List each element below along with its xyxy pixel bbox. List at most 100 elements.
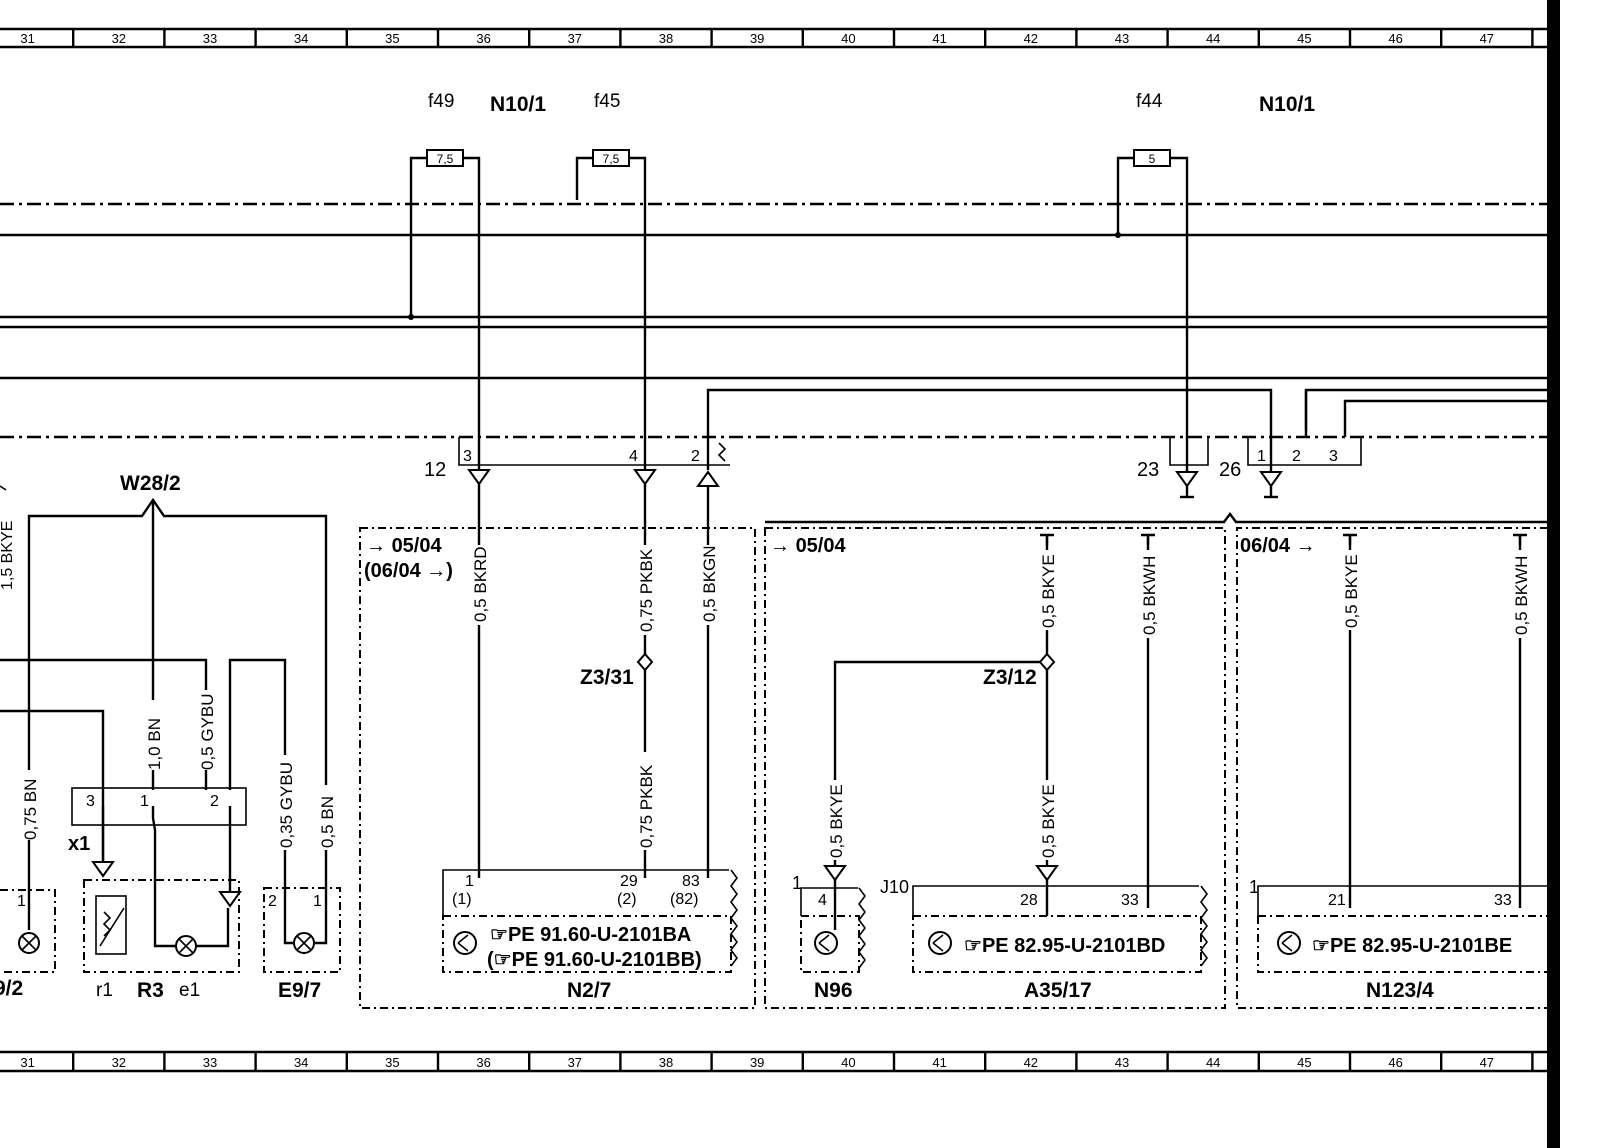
grid-column-label: 43 <box>1115 31 1129 46</box>
fuse-f45: 7,5 <box>575 149 647 437</box>
n123-4-pin-33: 33 <box>1494 892 1512 909</box>
z3-31-label: Z3/31 <box>580 666 634 689</box>
connector-26: 26 1 2 3 <box>1219 437 1362 499</box>
wire-0-5-gybu: 0,5 GYBU <box>198 693 217 770</box>
grid-column-label: 45 <box>1297 1055 1311 1070</box>
grid-column-label: 38 <box>659 1055 673 1070</box>
z3-12-label: Z3/12 <box>983 666 1037 689</box>
x1-pin-1: 1 <box>140 793 149 810</box>
connector-23: 23 <box>1137 437 1209 499</box>
wire-0-5-bkye-c: 0,5 BKYE <box>1039 784 1058 858</box>
n123-4-pin-21: 21 <box>1328 892 1346 909</box>
grid-column-label: 45 <box>1297 31 1311 46</box>
grid-column-label: 36 <box>476 1055 490 1070</box>
e9-7-pin-2: 2 <box>268 893 277 910</box>
n96-pin-4: 4 <box>818 892 827 909</box>
grid-column-label: 41 <box>932 1055 946 1070</box>
page-edge-bar <box>1547 0 1560 1148</box>
a35-17-component <box>912 915 1202 973</box>
wire-0-5-bn: 0,5 BN <box>318 796 337 848</box>
n123-4-ref: ☞PE 82.95-U-2101BE <box>1312 935 1512 957</box>
n123-4-pin-1: 1 <box>1249 877 1259 897</box>
connector-12-label: 12 <box>424 459 446 481</box>
r3-component <box>83 879 240 973</box>
e9-2-pin: 1 <box>17 893 26 910</box>
grid-column-label: 42 <box>1024 1055 1038 1070</box>
grid-column-label: 39 <box>750 31 764 46</box>
a35-17-pin-33: 33 <box>1121 892 1139 909</box>
wire-0-5-bkgn: 0,5 BKGN <box>700 545 719 622</box>
grid-column-label: 33 <box>203 31 217 46</box>
cut-wire-label: 1,5 BKYE <box>0 521 16 590</box>
grid-column-label: 44 <box>1206 31 1220 46</box>
n2-7-section: → 05/04 (06/04 →) 0,5 BKRD 0,75 PKBK Z3/… <box>359 484 756 1009</box>
grid-column-label: 31 <box>20 1055 34 1070</box>
fuse-f49-label: f49 <box>428 91 454 112</box>
fuse-f49: 7,5 <box>408 149 481 437</box>
n2-7-component <box>442 915 732 973</box>
n123-4-version: 06/04 → <box>1240 535 1316 557</box>
grid-column-label: 42 <box>1024 31 1038 46</box>
e9-7-label: E9/7 <box>278 979 321 1002</box>
connector-26-pin-2: 2 <box>1292 448 1301 465</box>
wire-0-35-gybu: 0,35 GYBU <box>277 762 296 848</box>
grid-column-label: 40 <box>841 1055 855 1070</box>
wire-n123-0-5-bkwh: 0,5 BKWH <box>1512 556 1531 635</box>
grid-column-label: 38 <box>659 31 673 46</box>
r3-label: R3 <box>137 979 164 1002</box>
e9-7-pin-1: 1 <box>313 893 322 910</box>
n2-7-pin-83: 83 <box>682 873 700 890</box>
e9-2-label: E9/2 <box>0 977 23 1000</box>
fuse-f45-label: f45 <box>594 91 620 112</box>
wire-0-5-bkrd: 0,5 BKRD <box>471 546 490 622</box>
a35-17-pin-28: 28 <box>1020 892 1038 909</box>
j10-label: J10 <box>880 877 909 897</box>
grid-column-label: 31 <box>20 31 34 46</box>
connector-26-label: 26 <box>1219 459 1241 481</box>
wire-0-75-bn: 0,75 BN <box>21 779 40 840</box>
connector-12: 12 3 4 2 <box>424 437 730 487</box>
e1-label: e1 <box>179 980 200 1001</box>
a35-17-section: → 05/04 0,5 BKYE Z3/12 0,5 BKYE 0,5 BKYE… <box>764 512 1548 1009</box>
grid-column-label: 34 <box>294 31 308 46</box>
grid-column-label: 37 <box>568 31 582 46</box>
fuse-f44-label: f44 <box>1136 91 1163 112</box>
x1-connector <box>71 787 247 826</box>
x1-pin-3: 3 <box>86 793 95 810</box>
connector-26-pin-3: 3 <box>1329 448 1338 465</box>
grid-column-label: 34 <box>294 1055 308 1070</box>
n96-component <box>800 915 860 973</box>
n2-7-pin-1-alt: (1) <box>452 891 472 908</box>
n2-7-pin-1: 1 <box>465 873 474 890</box>
wire-0-5-bkye-a: 0,5 BKYE <box>1039 554 1058 628</box>
n2-7-label: N2/7 <box>567 979 611 1002</box>
n96-label: N96 <box>814 979 853 1002</box>
w28-2-label: W28/2 <box>120 472 181 495</box>
grid-column-label: 37 <box>568 1055 582 1070</box>
n96-pin-outer: 1 <box>792 873 802 893</box>
fuse-f44-rating: 5 <box>1149 152 1156 166</box>
x1-label: x1 <box>68 833 90 855</box>
bus-lines <box>0 202 1548 439</box>
n2-7-pin-29: 29 <box>620 873 638 890</box>
connector-26-pin-1: 1 <box>1257 448 1266 465</box>
wire-0-5-bkwh: 0,5 BKWH <box>1140 556 1159 635</box>
connector-26-feed-wires <box>706 388 1548 437</box>
connector-12-pin-3: 3 <box>463 448 472 465</box>
wire-n123-0-5-bkye: 0,5 BKYE <box>1342 554 1361 628</box>
grid-column-label: 32 <box>112 1055 126 1070</box>
fuse-f44: 5 <box>1115 149 1189 437</box>
grid-column-label: 33 <box>203 1055 217 1070</box>
r1-label: r1 <box>96 980 113 1001</box>
grid-column-label: 44 <box>1206 1055 1220 1070</box>
wire-0-75-pkbk-lower: 0,75 PKBK <box>637 764 656 848</box>
wire-0-5-bkye-b: 0,5 BKYE <box>827 784 846 858</box>
fuse-f45-rating: 7,5 <box>603 152 620 166</box>
n2-7-ref-1: ☞PE 91.60-U-2101BA <box>490 924 691 946</box>
a35-17-label: A35/17 <box>1024 979 1092 1002</box>
grid-column-label: 43 <box>1115 1055 1129 1070</box>
n2-7-version-bottom: (06/04 →) <box>364 560 453 582</box>
